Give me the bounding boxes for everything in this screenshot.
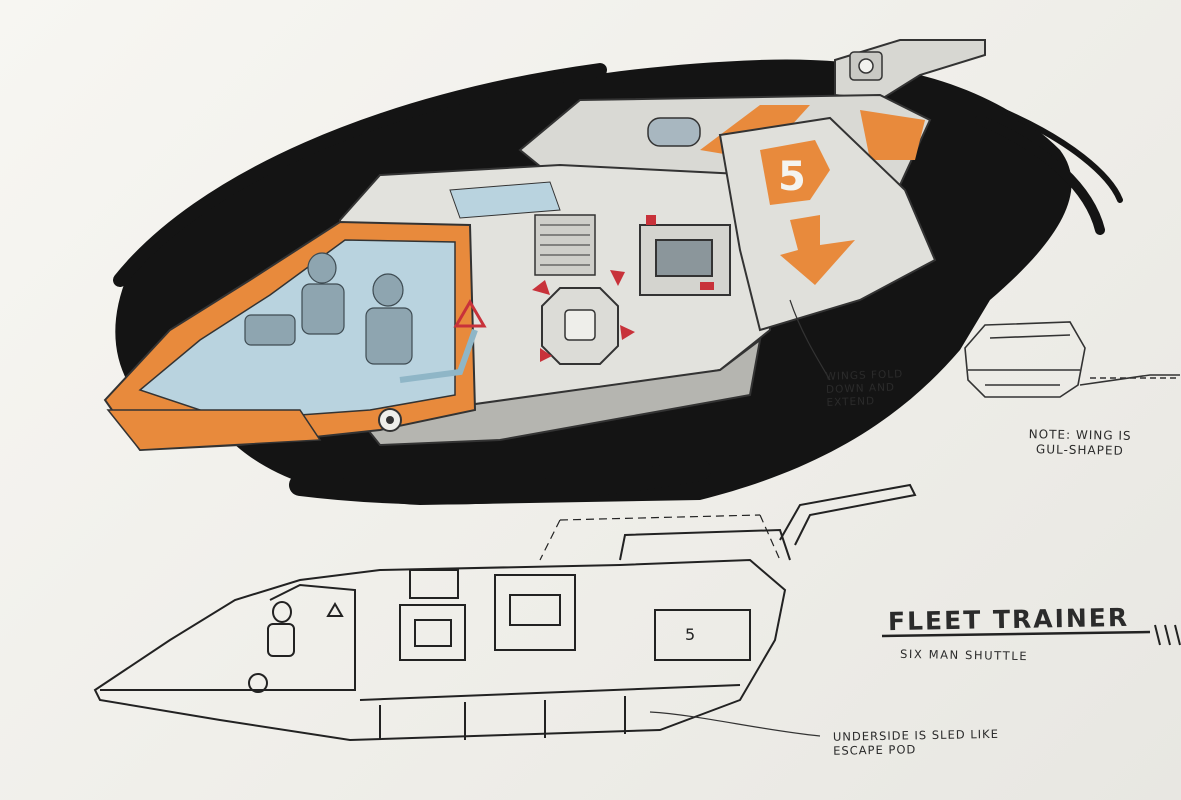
underside-note: UNDERSIDE IS SLED LIKE ESCAPE POD (832, 726, 1000, 759)
wing-arrow-marking (780, 215, 855, 285)
wings-leader-line (789, 299, 831, 381)
side-window (655, 239, 713, 277)
title-underline (881, 624, 1181, 646)
side-elevation-drawing (93, 483, 917, 742)
underside-sled (358, 337, 762, 447)
cockpit-crew (244, 252, 413, 365)
sheet-subtitle: SIX MAN SHUTTLE (899, 646, 1029, 664)
underside-leader-line (649, 711, 821, 737)
sheet-title: FLEET TRAINER (887, 602, 1130, 637)
wing-section-sketch (964, 321, 1180, 398)
wing-shape-note: NOTE: WING IS GUL-SHAPED (1028, 427, 1132, 458)
elevation-hull-number: 5 (685, 625, 695, 644)
hull-number-marking: 5 (778, 154, 806, 200)
engine-pod (647, 117, 701, 147)
wings-fold-note: WINGS FOLD DOWN AND EXTEND (825, 368, 904, 410)
shuttle-color-rendering: 5 (103, 39, 986, 452)
